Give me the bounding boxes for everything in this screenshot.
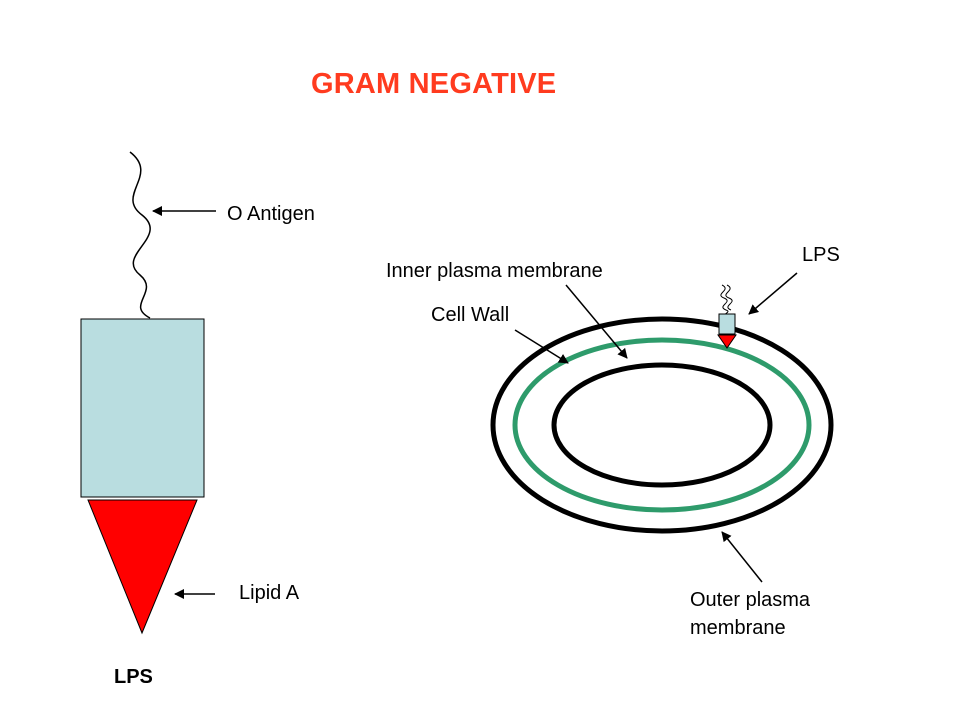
lps-caption: LPS bbox=[114, 666, 153, 688]
small-o-antigen-chain bbox=[720, 284, 729, 316]
small-core-block bbox=[718, 313, 736, 335]
slide-title: GRAM NEGATIVE bbox=[311, 68, 557, 100]
outer-membrane-label-line1: Outer plasma bbox=[690, 589, 811, 611]
inner-membrane-label: Inner plasma membrane bbox=[386, 260, 603, 282]
cell-wall-arrow bbox=[514, 329, 569, 364]
inner-plasma-membrane bbox=[551, 362, 773, 488]
cell-wall-ring bbox=[512, 337, 812, 513]
o-antigen-chain bbox=[129, 151, 151, 319]
outer-plasma-membrane bbox=[490, 316, 834, 534]
o-antigen-label: O Antigen bbox=[227, 203, 315, 225]
small-lipid-a-triangle bbox=[717, 334, 737, 349]
lipid-a-label: Lipid A bbox=[239, 582, 300, 604]
core-polysaccharide-block bbox=[80, 318, 205, 498]
outer-membrane-arrow bbox=[721, 531, 763, 583]
inner-membrane-arrow bbox=[565, 284, 628, 359]
cell-wall-label: Cell Wall bbox=[431, 304, 510, 326]
lipid-a-triangle bbox=[87, 499, 198, 635]
lps-label: LPS bbox=[802, 244, 840, 266]
small-o-antigen-chain-2 bbox=[725, 284, 733, 311]
lps-arrow bbox=[748, 272, 798, 315]
outer-membrane-label-line2: membrane bbox=[690, 617, 786, 639]
